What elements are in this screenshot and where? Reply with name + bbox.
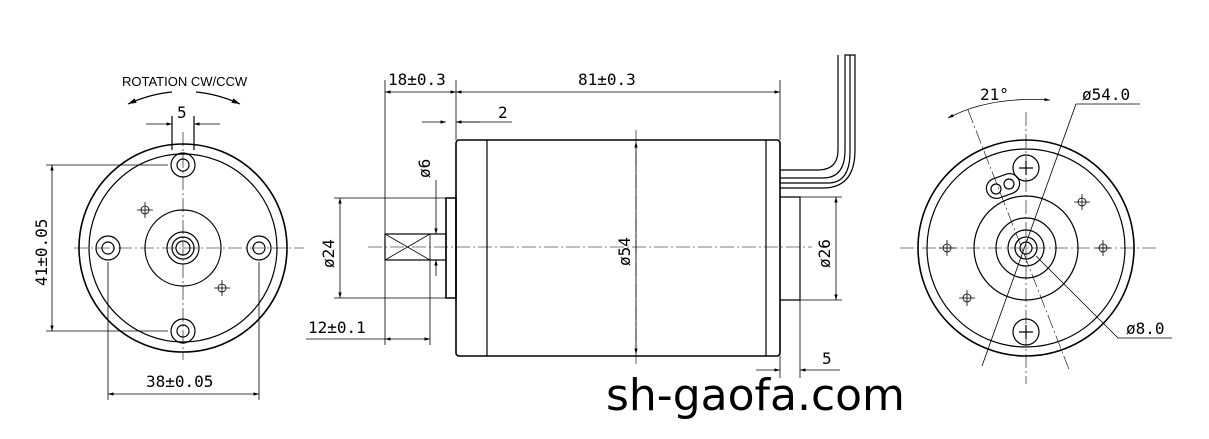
front-dim-38: 38±0.05 (146, 372, 213, 391)
front-cross-mark-2 (214, 280, 230, 296)
rear-wire-exit (985, 173, 1021, 199)
rear-boss (780, 196, 801, 301)
rear-dim-d8: ø8.0 (1126, 319, 1165, 338)
side-dim-12: 12±0.1 (308, 318, 366, 337)
rear-angle-line (967, 109, 1071, 373)
rear-view: 21° ø54.0 ø8.0 (900, 85, 1172, 384)
side-dim-81: 81±0.3 (578, 70, 636, 89)
side-dim-d6: ø6 (415, 159, 434, 178)
rear-dim-angle: 21° (980, 85, 1009, 104)
front-hole-right (246, 235, 272, 261)
front-slot-lines (171, 116, 195, 150)
side-dim-18: 18±0.3 (388, 70, 446, 89)
lead-wire-2 (780, 55, 851, 184)
rotation-arrow-right (195, 91, 241, 105)
dim-38-ext (107, 262, 260, 400)
side-view: 18±0.3 81±0.3 2 ø6 ø24 ø54 ø26 12±0.1 5 (306, 54, 856, 378)
front-dim-41: 41±0.05 (32, 219, 51, 286)
side-dim-5-bottom: 5 (822, 349, 832, 368)
rotation-label: ROTATION CW/CCW (122, 74, 248, 89)
rear-d8-leader (1035, 255, 1172, 339)
rotation-arrow-left (127, 91, 173, 105)
rear-d54-leader (981, 103, 1140, 367)
front-flange (445, 197, 457, 299)
front-view: ROTATION CW/CCW (32, 74, 304, 400)
dim-d24-ext (334, 197, 446, 299)
dim-5b-ext (779, 300, 801, 378)
rear-angle-arc (947, 97, 1051, 119)
side-dim-d26: ø26 (815, 239, 834, 268)
dim-12-ext (384, 260, 431, 345)
watermark: sh-gaofa.com (606, 370, 905, 421)
dim-length-ext (384, 80, 781, 234)
rear-cross-mark-2 (959, 290, 975, 306)
side-dim-d24: ø24 (319, 239, 338, 268)
side-dim-d54: ø54 (615, 237, 634, 266)
front-cross-mark-1 (137, 202, 153, 218)
lead-wire-1 (780, 54, 856, 189)
rear-cross-mark-1 (1074, 194, 1090, 210)
rear-dim-d54: ø54.0 (1082, 85, 1130, 104)
side-dim-2: 2 (498, 103, 508, 122)
lead-wire-3 (780, 55, 839, 171)
front-dim-5: 5 (177, 103, 187, 122)
